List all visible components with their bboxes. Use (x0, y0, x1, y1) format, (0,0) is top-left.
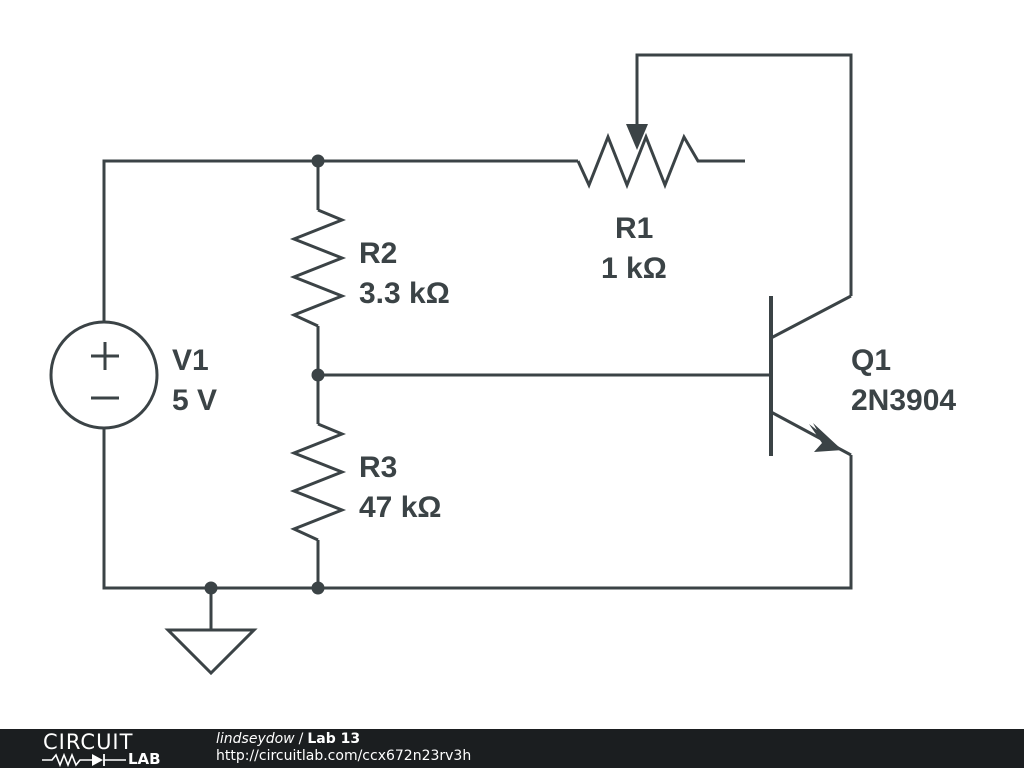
voltage-source-v1[interactable]: V1 5 V (49, 320, 217, 430)
logo-diode-icon (42, 753, 126, 767)
potentiometer-r1[interactable]: R1 1 kΩ (576, 124, 745, 285)
logo-lab-text: LAB (128, 750, 161, 768)
project-url[interactable]: http://circuitlab.com/ccx672n23rv3h (216, 748, 472, 764)
r1-value: 1 kΩ (601, 252, 667, 285)
project-meta: lindseydow/Lab 13 http://circuitlab.com/… (216, 731, 471, 765)
r2-zigzag (289, 208, 347, 328)
logo-circuit-text: CIRCUIT (43, 730, 134, 754)
q1-emitter-arrow-icon (813, 423, 841, 449)
junction-top (311, 154, 325, 168)
wire-top (102, 159, 578, 322)
q1-emitter-arrow-head-icon (809, 424, 843, 452)
r3-zigzag (289, 422, 347, 542)
wires (102, 53, 853, 630)
wire-wiper-collector (635, 53, 853, 296)
junction-ground (204, 581, 218, 595)
junction-mid (311, 368, 325, 382)
r3-value: 47 kΩ (359, 491, 441, 524)
circuitlab-logo[interactable]: CIRCUIT LAB (40, 731, 180, 767)
r1-zigzag (576, 132, 745, 190)
r3-label: R3 (359, 451, 397, 484)
q1-value: 2N3904 (851, 384, 956, 417)
v1-value: 5 V (172, 384, 217, 417)
q1-collector (770, 294, 852, 340)
resistor-r2[interactable]: R2 3.3 kΩ (289, 208, 450, 328)
transistor-q1[interactable]: Q1 2N3904 (769, 294, 956, 457)
v1-body (49, 320, 159, 430)
footer-bar: CIRCUIT LAB lindseydow/Lab 13 http://cir… (0, 729, 1024, 768)
r1-wiper-arrow-icon (626, 124, 648, 150)
r2-value: 3.3 kΩ (359, 277, 450, 310)
path-separator: / (298, 731, 304, 747)
r2-label: R2 (359, 237, 397, 270)
project-line: lindseydow/Lab 13 (216, 731, 471, 748)
project-name-link[interactable]: Lab 13 (307, 731, 361, 747)
junction-bottom-r3 (311, 581, 325, 595)
v1-label: V1 (172, 344, 209, 377)
resistor-r3[interactable]: R3 47 kΩ (289, 422, 441, 542)
r1-label: R1 (615, 212, 653, 245)
q1-label: Q1 (851, 344, 891, 377)
junctions (204, 154, 325, 595)
wire-bottom (102, 429, 853, 590)
ground-triangle (164, 628, 258, 676)
ground-symbol-icon[interactable] (164, 628, 258, 676)
username-link[interactable]: lindseydow (216, 731, 295, 747)
